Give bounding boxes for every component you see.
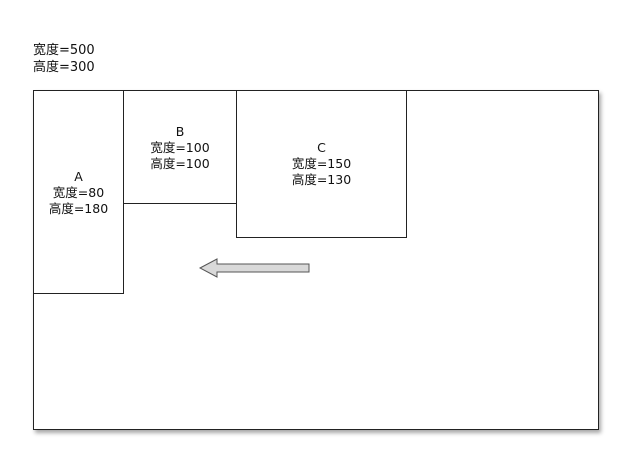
box-b: B 宽度=100 高度=100 (123, 90, 237, 204)
box-c-name: C (317, 140, 326, 155)
box-c-height-label: 高度=130 (291, 172, 352, 187)
arrow-left-icon (199, 258, 310, 278)
box-a-width-label: 宽度=80 (52, 185, 105, 200)
box-a: A 宽度=80 高度=180 (33, 90, 124, 294)
container-dimensions: 宽度=500 高度=300 (33, 42, 95, 76)
box-a-name: A (74, 169, 83, 184)
box-b-name: B (175, 124, 185, 139)
box-c-width-label: 宽度=150 (291, 156, 352, 171)
arrow-left-shape (199, 258, 310, 278)
box-b-height-label: 高度=100 (150, 156, 210, 171)
box-a-height-label: 高度=180 (48, 201, 109, 216)
container-height-label: 高度=300 (33, 60, 95, 75)
box-b-width-label: 宽度=100 (150, 140, 210, 155)
container-width-label: 宽度=500 (33, 43, 95, 58)
box-c: C 宽度=150 高度=130 (236, 90, 407, 238)
container-box: A 宽度=80 高度=180 B 宽度=100 高度=100 C 宽度=150 … (33, 90, 599, 430)
